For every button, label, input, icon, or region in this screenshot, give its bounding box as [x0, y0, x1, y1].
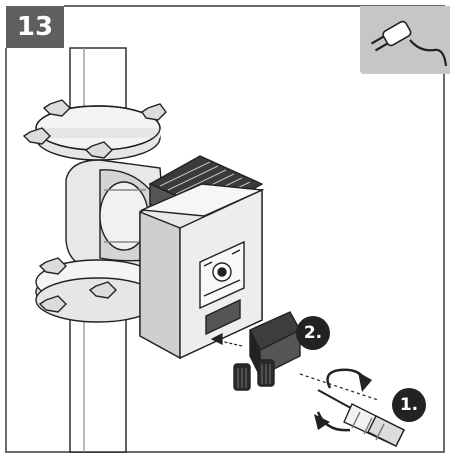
step-number: 13 — [6, 6, 64, 48]
rotation-arrow — [314, 368, 372, 432]
removal-arrow — [210, 333, 379, 401]
power-plug-disconnected-icon — [370, 20, 448, 67]
lower-flange — [35, 257, 161, 323]
callout-step-1: 1. — [392, 388, 426, 422]
power-disconnected-panel — [360, 6, 450, 74]
callout-step-2: 2. — [296, 316, 330, 350]
electronic-module — [139, 183, 265, 360]
upper-flange — [22, 99, 167, 161]
connector-plug — [233, 311, 301, 391]
screwdriver — [317, 389, 405, 447]
